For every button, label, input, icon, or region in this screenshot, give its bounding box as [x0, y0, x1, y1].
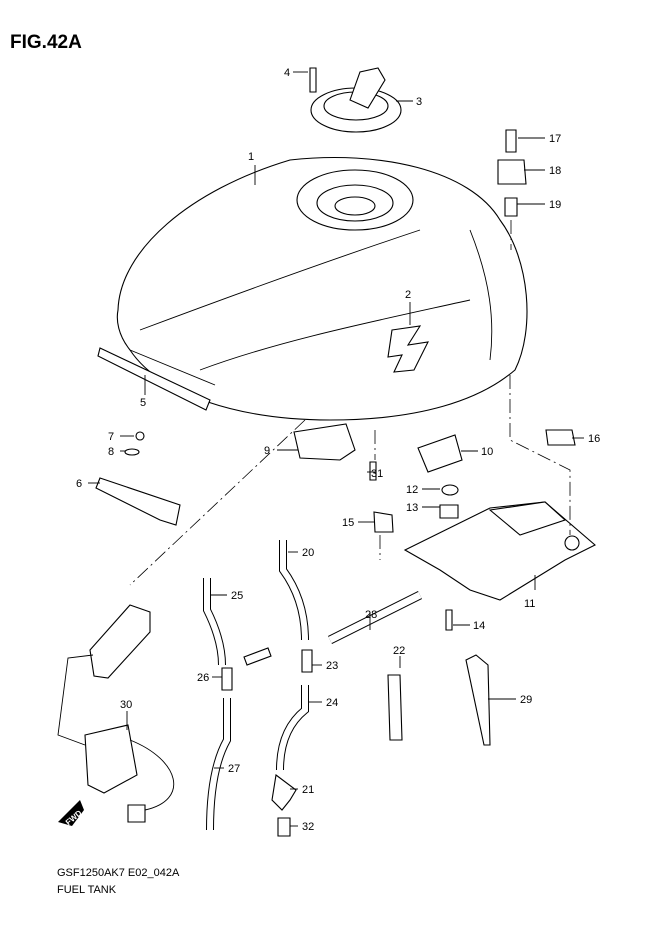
- callout-15: 15: [342, 517, 354, 529]
- callout-7: 7: [108, 431, 114, 443]
- fuel-pump-unit[interactable]: [84, 724, 138, 794]
- figure-title: FIG.42A: [10, 32, 82, 53]
- callout-6: 6: [76, 478, 82, 490]
- callout-13: 13: [406, 502, 418, 514]
- callout-24: 24: [326, 697, 338, 709]
- figure-code: GSF1250AK7 E02_042A: [57, 867, 180, 879]
- callout-26: 26: [197, 672, 209, 684]
- callout-29: 29: [520, 694, 532, 706]
- figure-name: FUEL TANK: [57, 884, 117, 896]
- callout-11: 11: [524, 598, 535, 610]
- callout-20: 20: [302, 547, 314, 559]
- callout-30: 30: [120, 699, 132, 711]
- callout-23: 23: [326, 660, 338, 672]
- callout-9: 9: [264, 445, 270, 457]
- callout-12: 12: [406, 484, 418, 496]
- callout-27: 27: [228, 763, 240, 775]
- callout-19: 19: [549, 199, 561, 211]
- callout-2: 2: [405, 289, 411, 301]
- bolt[interactable]: [309, 67, 317, 93]
- callout-31: 31: [371, 468, 383, 480]
- cushion-strip[interactable]: [97, 347, 211, 411]
- fuel-tank[interactable]: [116, 156, 528, 421]
- callout-18: 18: [549, 165, 561, 177]
- callout-5: 5: [140, 397, 146, 409]
- part-16[interactable]: [545, 429, 576, 446]
- fuel-cap[interactable]: [310, 67, 402, 133]
- leader-lines: [88, 71, 584, 827]
- callout-17: 17: [549, 133, 561, 145]
- callout-25: 25: [231, 590, 243, 602]
- callout-8: 8: [108, 446, 114, 458]
- cushion-10[interactable]: [417, 434, 463, 473]
- cushion-9[interactable]: [293, 423, 356, 461]
- callout-32: 32: [302, 821, 314, 833]
- callout-16: 16: [588, 433, 600, 445]
- callout-22: 22: [393, 645, 405, 657]
- fwd-arrow-icon: FWD: [58, 800, 84, 827]
- mounting-plate[interactable]: [403, 501, 596, 601]
- callout-3: 3: [416, 96, 422, 108]
- fuel-filter[interactable]: [89, 604, 151, 679]
- callout-14: 14: [473, 620, 485, 632]
- callout-labels: 1 2 3 4 5 6 7 8 9 10 11 12 13 14 15 16 1…: [76, 67, 600, 833]
- callout-1: 1: [248, 151, 254, 163]
- callout-4: 4: [284, 67, 290, 79]
- callout-10: 10: [481, 446, 493, 458]
- bracket[interactable]: [95, 477, 181, 526]
- callout-21: 21: [302, 784, 314, 796]
- part-15[interactable]: [373, 511, 394, 533]
- callout-28: 28: [365, 609, 377, 621]
